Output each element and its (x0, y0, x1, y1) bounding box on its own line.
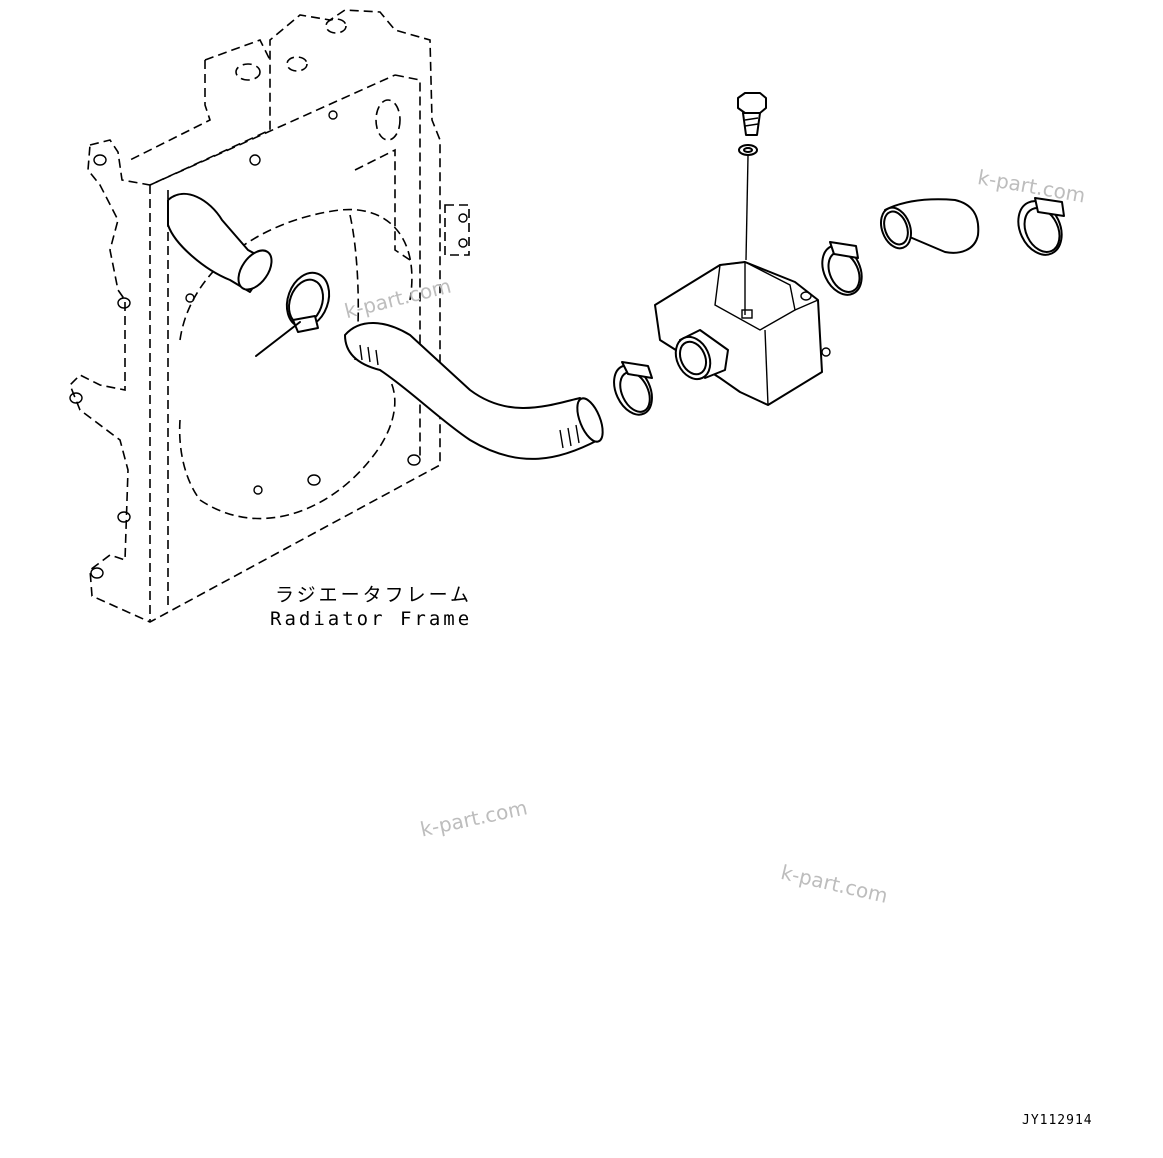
hose-clamp-right (821, 241, 863, 296)
hose-clamp-far-right (1017, 197, 1065, 256)
hose-clamp-frame (255, 271, 331, 357)
bolt-and-washer (737, 92, 767, 261)
outlet-housing (654, 261, 831, 406)
radiator-frame (69, 9, 470, 623)
radiator-hose-lower (344, 322, 604, 460)
part-label-english: Radiator Frame (270, 608, 473, 630)
hose-clamp-middle (613, 361, 653, 416)
drawing-code: JY112914 (1022, 1113, 1093, 1128)
part-label-japanese: ラジエータフレーム (275, 584, 473, 606)
elbow-hose (880, 198, 980, 254)
